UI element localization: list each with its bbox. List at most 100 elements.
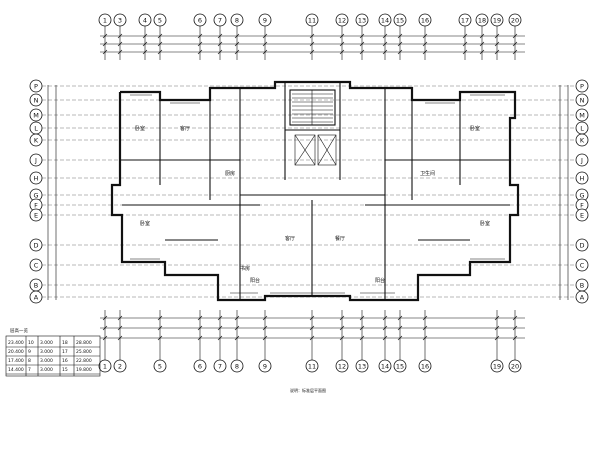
room-label: 阳台	[375, 277, 385, 284]
table-cell: 3.000	[40, 349, 53, 355]
svg-text:G: G	[579, 192, 584, 200]
bottom-axis-bubble: 19	[490, 359, 504, 373]
svg-text:F: F	[34, 202, 38, 210]
top-axis-bubble: 16	[418, 13, 432, 27]
svg-text:L: L	[580, 125, 584, 133]
table-cell: 17	[62, 349, 68, 355]
room-label: 卧室	[135, 125, 145, 132]
dimension-lines	[47, 33, 569, 341]
svg-text:1: 1	[103, 363, 107, 371]
svg-text:13: 13	[358, 363, 366, 371]
svg-text:20: 20	[511, 363, 519, 371]
svg-text:E: E	[580, 212, 584, 220]
bottom-axis-bubble: 6	[193, 359, 207, 373]
top-axis-bubble: 5	[153, 13, 167, 27]
table-cell: 8	[28, 358, 31, 364]
svg-text:D: D	[579, 242, 584, 250]
svg-text:J: J	[580, 157, 583, 165]
left-axis-bubble: D	[29, 238, 43, 252]
bottom-axis-bubble: 1	[98, 359, 112, 373]
svg-text:J: J	[34, 157, 37, 165]
svg-text:N: N	[580, 97, 585, 105]
left-axis-bubble: A	[29, 290, 43, 304]
svg-text:1: 1	[103, 17, 107, 25]
svg-text:19: 19	[493, 17, 501, 25]
right-axis-bubble: K	[575, 133, 589, 147]
right-axis-bubble: E	[575, 208, 589, 222]
svg-text:M: M	[579, 112, 585, 120]
top-axis-bubble: 4	[138, 13, 152, 27]
top-axis-bubble: 18	[475, 13, 489, 27]
right-axis-bubble: D	[575, 238, 589, 252]
room-label: 卧室	[470, 125, 480, 132]
svg-text:P: P	[580, 83, 584, 91]
room-label: 卧室	[140, 220, 150, 227]
room-label: 餐厅	[335, 235, 345, 242]
bottom-axis-bubble: 7	[213, 359, 227, 373]
top-axis-bubble: 19	[490, 13, 504, 27]
svg-text:L: L	[34, 125, 38, 133]
svg-text:G: G	[33, 192, 38, 200]
svg-text:9: 9	[263, 363, 267, 371]
room-label: 客厅	[180, 125, 190, 132]
room-label: 卧室	[480, 220, 490, 227]
table-cell: 20.400	[8, 349, 24, 355]
svg-text:14: 14	[381, 17, 389, 25]
bottom-axis-bubble: 8	[230, 359, 244, 373]
right-axis-bubble: A	[575, 290, 589, 304]
top-axis-bubble: 8	[230, 13, 244, 27]
svg-text:C: C	[34, 262, 39, 270]
table-cell: 9	[28, 349, 31, 355]
svg-text:K: K	[580, 137, 585, 145]
bottom-axis-bubble: 20	[508, 359, 522, 373]
table-cell: 3.000	[40, 358, 53, 364]
svg-text:B: B	[580, 282, 584, 290]
left-axis-bubble: N	[29, 93, 43, 107]
table-cell: 23.400	[8, 340, 24, 346]
svg-text:M: M	[33, 112, 39, 120]
table-cell: 14.400	[8, 367, 24, 373]
svg-text:K: K	[34, 137, 39, 145]
table-cell: 22.800	[76, 358, 92, 364]
top-axis-bubble: 14	[378, 13, 392, 27]
svg-text:16: 16	[421, 17, 429, 25]
top-axis-bubble: 6	[193, 13, 207, 27]
bottom-axis-bubble: 5	[153, 359, 167, 373]
windows	[130, 94, 505, 294]
svg-text:8: 8	[235, 17, 239, 25]
exterior-walls	[110, 80, 520, 302]
table-cell: 7	[28, 367, 31, 373]
right-axis-bubble: J	[575, 153, 589, 167]
left-axis-bubble: K	[29, 133, 43, 147]
svg-text:9: 9	[263, 17, 267, 25]
top-axis-bubble: 12	[335, 13, 349, 27]
svg-text:15: 15	[396, 363, 404, 371]
svg-text:12: 12	[338, 363, 346, 371]
svg-text:B: B	[34, 282, 38, 290]
table-cell: 15	[62, 367, 68, 373]
table-cell: 17.400	[8, 358, 24, 364]
left-axis-bubble: J	[29, 153, 43, 167]
right-axis-bubble: N	[575, 93, 589, 107]
top-axis-bubble: 7	[213, 13, 227, 27]
right-axis-bubble: C	[575, 258, 589, 272]
top-axis-bubble: 11	[305, 13, 319, 27]
svg-text:D: D	[33, 242, 38, 250]
svg-text:H: H	[34, 175, 39, 183]
svg-text:A: A	[34, 294, 39, 302]
drawing-note: 说明：标准层平面图	[290, 387, 326, 393]
svg-text:7: 7	[218, 17, 222, 25]
svg-text:3: 3	[118, 17, 122, 25]
left-axis-bubble: E	[29, 208, 43, 222]
table-cell: 16	[62, 358, 68, 364]
table-cell: 18	[62, 340, 68, 346]
svg-text:13: 13	[358, 17, 366, 25]
room-label: 厨房	[225, 170, 235, 177]
left-axis-bubble: M	[29, 108, 43, 122]
